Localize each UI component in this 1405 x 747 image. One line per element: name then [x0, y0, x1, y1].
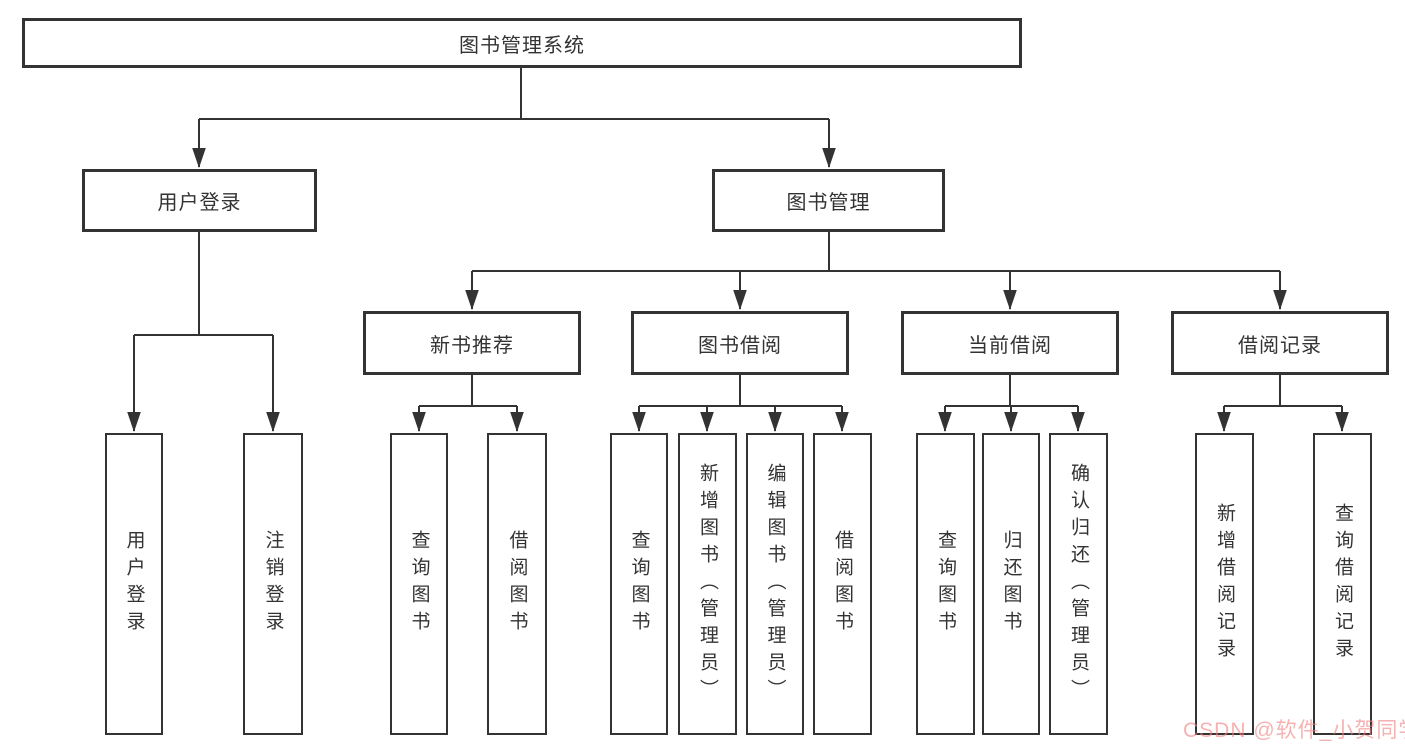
leaf-query-books-recommend: 查询图书 [390, 433, 448, 735]
node-label: 新书推荐 [430, 334, 514, 357]
leaf-user-login: 用户登录 [105, 433, 163, 735]
leaf-query-books-borrow: 查询图书 [610, 433, 668, 735]
csdn-watermark: CSDN @软件_小贺同学 [1183, 719, 1405, 742]
node-label: 借阅图书 [506, 530, 528, 638]
node-label: 归还图书 [1000, 530, 1022, 638]
node-label: 用户登录 [123, 530, 145, 638]
node-new-book-recommend: 新书推荐 [363, 311, 581, 375]
node-label: 查询图书 [628, 530, 650, 638]
leaf-query-books-current: 查询图书 [916, 433, 975, 735]
leaf-borrow-books-recommend: 借阅图书 [487, 433, 547, 735]
leaf-query-borrow-record: 查询借阅记录 [1313, 433, 1372, 735]
leaf-return-books: 归还图书 [982, 433, 1040, 735]
node-label: 用户登录 [157, 192, 242, 214]
node-label: 图书管理 [786, 192, 871, 214]
node-book-management: 图书管理 [712, 169, 945, 232]
node-label: 借阅图书 [832, 530, 853, 638]
node-book-borrow: 图书借阅 [631, 311, 849, 375]
node-label: 图书管理系统 [459, 34, 585, 57]
leaf-confirm-return-admin: 确认归还（管理员） [1049, 433, 1108, 735]
node-label: 查询图书 [408, 530, 430, 638]
node-label: 编辑图书（管理员） [764, 462, 786, 706]
leaf-add-borrow-record: 新增借阅记录 [1195, 433, 1254, 735]
node-label: 新增借阅记录 [1214, 503, 1235, 665]
leaf-logout: 注销登录 [243, 433, 303, 735]
leaf-add-books-admin: 新增图书（管理员） [678, 433, 737, 735]
node-library-management-system: 图书管理系统 [22, 18, 1022, 68]
leaf-borrow-books: 借阅图书 [813, 433, 872, 735]
node-label: 借阅记录 [1238, 334, 1322, 357]
node-label: 注销登录 [262, 530, 284, 638]
node-user-login: 用户登录 [82, 169, 317, 232]
node-label: 查询图书 [935, 530, 956, 638]
node-label: 当前借阅 [968, 334, 1052, 357]
node-label: 新增图书（管理员） [697, 462, 718, 706]
node-label: 查询借阅记录 [1332, 503, 1353, 665]
node-current-borrow: 当前借阅 [901, 311, 1119, 375]
node-label: 确认归还（管理员） [1068, 462, 1089, 706]
node-borrow-records: 借阅记录 [1171, 311, 1389, 375]
node-label: 图书借阅 [698, 334, 782, 357]
leaf-edit-books-admin: 编辑图书（管理员） [746, 433, 804, 735]
